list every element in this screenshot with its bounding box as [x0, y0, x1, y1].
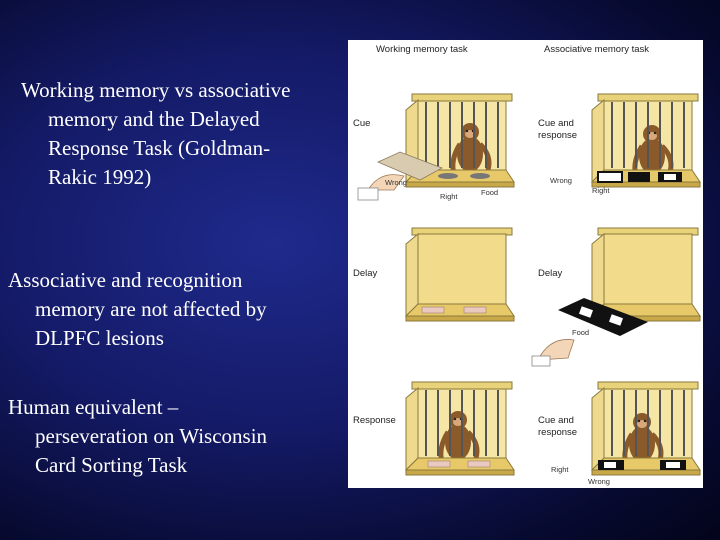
- bullet-line: Card Sorting Task: [35, 453, 188, 477]
- label-right: Right: [592, 186, 610, 195]
- bullet-line: Rakic 1992): [48, 165, 152, 189]
- bullet-line: perseveration on Wisconsin: [35, 424, 268, 448]
- label-food: Food: [481, 188, 498, 197]
- label-cue-and: Cue and: [538, 118, 574, 129]
- label-food: Food: [572, 328, 589, 337]
- bullet-line: Human equivalent –: [8, 395, 179, 419]
- bullet-line: Associative and recognition: [8, 268, 243, 292]
- bullet-human-equivalent: Human equivalent – perseveration on Wisc…: [8, 393, 267, 480]
- label-cue-and: Cue and: [538, 415, 574, 426]
- bullet-line: DLPFC lesions: [35, 326, 164, 350]
- right-row-cue-and-response: Cue and response Wrong Right: [538, 93, 701, 195]
- label-right: Right: [551, 465, 569, 474]
- left-row-cue: Cue Wrong Right Food: [353, 93, 515, 201]
- label-wrong: Wrong: [588, 477, 610, 486]
- label-delay: Delay: [538, 268, 563, 279]
- label-response: response: [538, 130, 577, 141]
- right-row-delay: Delay Food: [531, 227, 701, 367]
- bullet-line: Response Task (Goldman-: [48, 136, 271, 160]
- left-row-delay: Delay: [353, 227, 515, 322]
- label-delay: Delay: [353, 268, 378, 279]
- label-cue: Cue: [353, 118, 370, 129]
- bullet-working-memory: Working memory vs associative memory and…: [21, 76, 291, 192]
- label-response: response: [538, 427, 577, 438]
- bullet-line: Working memory vs associative: [21, 78, 291, 102]
- header-associative-memory-task: Associative memory task: [544, 44, 649, 55]
- label-right: Right: [440, 192, 458, 201]
- label-wrong: Wrong: [550, 176, 572, 185]
- bullet-associative-recognition: Associative and recognition memory are n…: [8, 266, 267, 353]
- bullet-line: memory and the Delayed: [48, 107, 260, 131]
- label-response: Response: [353, 415, 396, 426]
- right-row-cue-and-response-2: Cue and response Right Wrong: [538, 381, 701, 486]
- label-wrong: Wrong: [385, 178, 407, 187]
- header-working-memory-task: Working memory task: [376, 44, 468, 55]
- delayed-response-figure: Working memory task Associative memory t…: [348, 40, 703, 488]
- figure-svg: Working memory task Associative memory t…: [353, 44, 701, 486]
- bullet-line: memory are not affected by: [35, 297, 267, 321]
- left-row-response: Response: [353, 381, 515, 476]
